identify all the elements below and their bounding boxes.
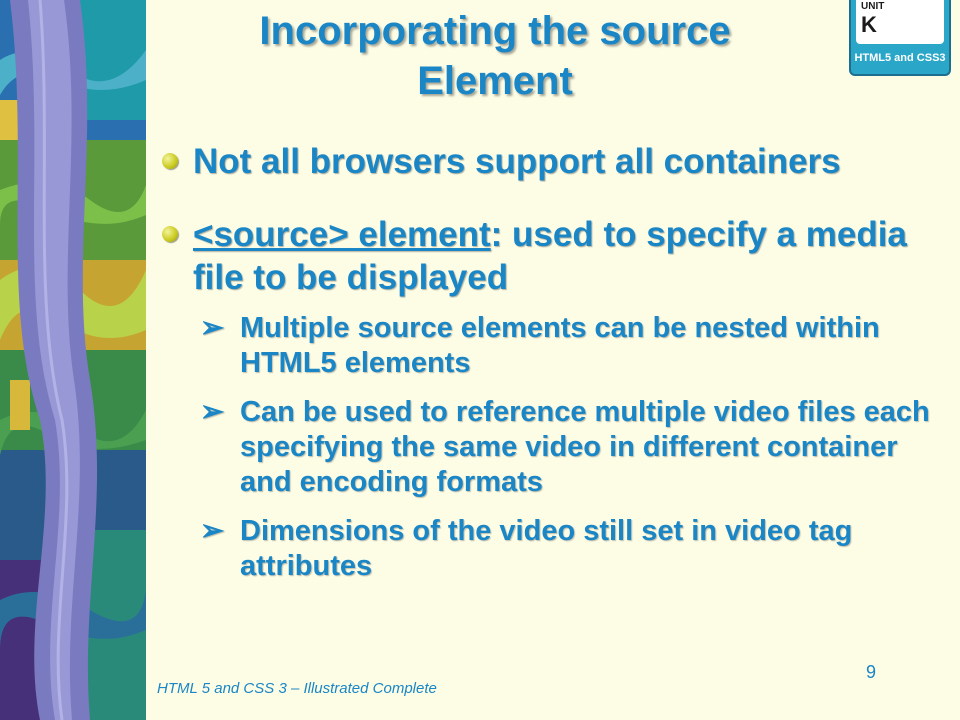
arrow-icon: ➢ bbox=[200, 515, 225, 547]
sub-bullet-item: ➢ Multiple source elements can be nested… bbox=[160, 311, 940, 381]
sub-bullet-text: Dimensions of the video still set in vid… bbox=[240, 515, 853, 582]
title-line-1: Incorporating the source bbox=[259, 9, 731, 53]
arrow-icon: ➢ bbox=[200, 312, 225, 344]
unit-letter: K bbox=[861, 12, 877, 37]
page-number: 9 bbox=[866, 662, 877, 682]
unit-label: UNIT bbox=[861, 1, 885, 12]
unit-badge-panel bbox=[856, 0, 944, 44]
unit-subtitle: HTML5 and CSS3 bbox=[854, 52, 946, 64]
title-line-2: Element bbox=[417, 59, 573, 103]
sub-bullet-text: Multiple source elements can be nested w… bbox=[240, 312, 880, 379]
bullet-list: Not all browsers support all containers … bbox=[160, 140, 940, 584]
sub-bullet-text: Can be used to reference multiple video … bbox=[240, 396, 930, 498]
unit-badge: UNIT K HTML5 and CSS3 bbox=[849, 0, 951, 76]
bullet-text: Not all browsers support all containers bbox=[193, 142, 841, 181]
yellow-dot-icon bbox=[162, 226, 178, 242]
bullet-text: : used to specify a media file to be dis… bbox=[193, 215, 907, 297]
footer-text: HTML 5 and CSS 3 – Illustrated Complete bbox=[157, 680, 437, 697]
yellow-dot-icon bbox=[162, 153, 178, 169]
bullet-item: <source> element: used to specify a medi… bbox=[160, 213, 940, 299]
bullet-item: Not all browsers support all containers bbox=[160, 140, 940, 183]
painted-art-strip bbox=[0, 0, 146, 720]
arrow-icon: ➢ bbox=[200, 396, 225, 428]
underlined-term: <source> element bbox=[193, 215, 491, 254]
sub-bullet-item: ➢ Dimensions of the video still set in v… bbox=[160, 514, 940, 584]
slide-title: Incorporating the source Element bbox=[160, 6, 830, 106]
sub-bullet-item: ➢ Can be used to reference multiple vide… bbox=[160, 395, 940, 500]
